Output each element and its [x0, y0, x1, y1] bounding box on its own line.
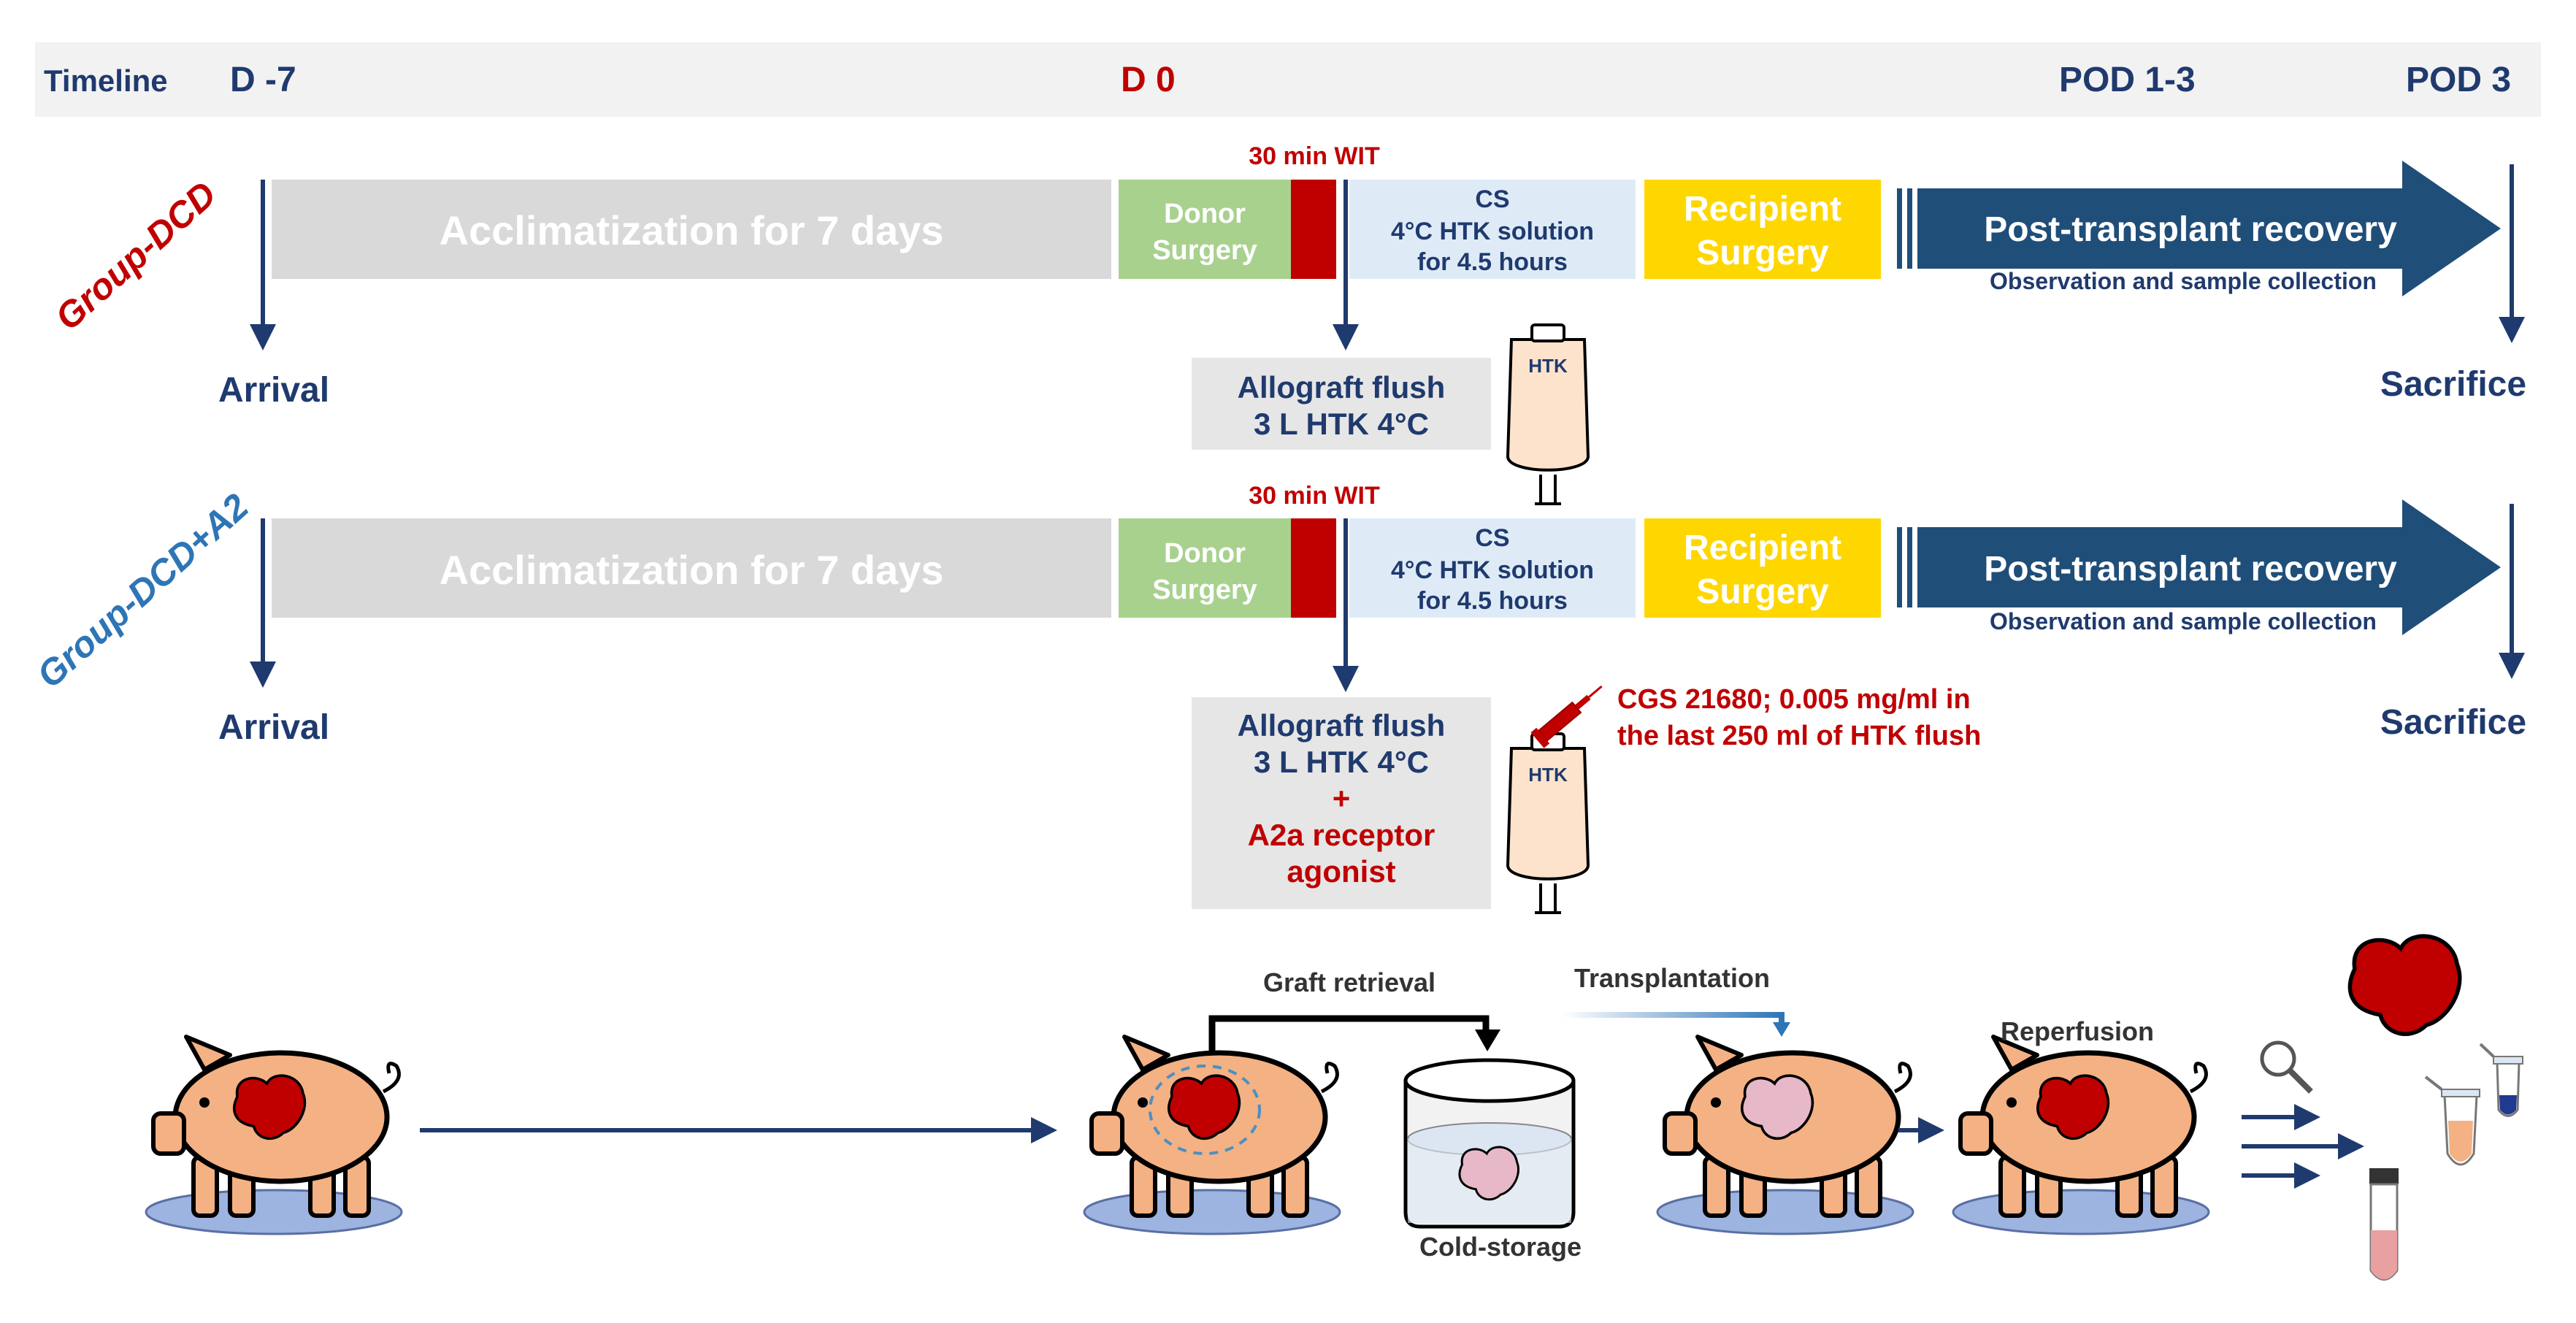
acclimatization-bar: [272, 518, 1111, 618]
allograft-flush-box: [1192, 358, 1491, 450]
flush-line-1: Allograft flush: [1238, 370, 1446, 404]
cold-storage-box: [1349, 518, 1636, 618]
flush-line-1: Allograft flush: [1238, 708, 1446, 743]
recipient-surgery-box: [1644, 180, 1881, 279]
sacrifice-label: Sacrifice: [2380, 703, 2526, 742]
timeline-header-bar: [35, 42, 2541, 117]
syringe-icon: [1530, 685, 1603, 748]
group-dcd-row: Group-DCD Acclimatization for 7 days Don…: [47, 142, 2526, 505]
wit-box: [1291, 518, 1336, 618]
timeline-label: Timeline: [44, 64, 168, 98]
htk-bag-icon: HTK: [1506, 323, 1590, 505]
flush-line-5: agonist: [1287, 854, 1395, 889]
cold-storage-beaker-icon: [1403, 1058, 1576, 1229]
timeline-day0: D 0: [1121, 61, 1176, 99]
recovery-arrow: [1897, 499, 2501, 635]
observation-label: Observation and sample collection: [1990, 268, 2377, 294]
timeline-pod13: POD 1-3: [2059, 61, 2196, 99]
explanted-liver-icon: [2350, 936, 2459, 1034]
cold-storage-line-1: CS: [1475, 185, 1509, 213]
cold-storage-line-2: 4°C HTK solution: [1391, 218, 1594, 245]
donor-surgery-label-2: Surgery: [1152, 575, 1257, 605]
graft-retrieval-label: Graft retrieval: [1263, 967, 1435, 997]
htk-bag-label: HTK: [1528, 355, 1568, 377]
cold-storage-label: Cold-storage: [1419, 1232, 1582, 1262]
eppendorf-tube-icon: [2424, 1075, 2480, 1166]
donor-surgery-box: [1119, 180, 1291, 279]
group-dcd-a2-label: Group-DCD+A2: [29, 486, 256, 696]
sacrifice-label: Sacrifice: [2380, 365, 2526, 404]
transplantation-label: Transplantation: [1574, 963, 1770, 993]
group-dcd-a2-row: Group-DCD+A2 Acclimatization for 7 days …: [29, 482, 2526, 914]
acclimatization-label: Acclimatization for 7 days: [440, 547, 944, 593]
htk-bag-icon: HTK: [1506, 732, 1590, 914]
workflow-row: Graft retrieval Cold-storage Transplanta…: [146, 936, 2523, 1281]
wit-box: [1291, 180, 1336, 279]
allograft-flush-box: [1192, 697, 1491, 909]
recipient-pig-transplant: [1657, 1037, 1913, 1234]
recipient-pig-reperfusion: [1953, 1037, 2209, 1234]
cold-storage-box: [1349, 180, 1636, 279]
donor-surgery-label-1: Donor: [1164, 199, 1246, 229]
timeline-day-minus7: D -7: [230, 61, 296, 99]
cgs-note-line-1: CGS 21680; 0.005 mg/ml in: [1617, 684, 1971, 715]
arrival-label: Arrival: [218, 708, 329, 747]
cold-storage-line-3: for 4.5 hours: [1417, 248, 1568, 276]
recipient-surgery-box: [1644, 518, 1881, 618]
reperfusion-label: Reperfusion: [2001, 1016, 2154, 1046]
sample-tube-icon: [2369, 1168, 2399, 1281]
flush-line-2: 3 L HTK 4°C: [1254, 745, 1429, 779]
wit-label: 30 min WIT: [1249, 482, 1380, 510]
acclimatization-label: Acclimatization for 7 days: [440, 207, 944, 253]
cgs-note-line-2: the last 250 ml of HTK flush: [1617, 721, 1981, 751]
donor-pig-surgery: [1084, 1037, 1340, 1234]
magnifier-icon: [2260, 1040, 2313, 1094]
recipient-surgery-label-2: Surgery: [1696, 234, 1829, 272]
donor-pig-arrival: [146, 1037, 402, 1234]
acclimatization-bar: [272, 180, 1111, 279]
cold-storage-line-1: CS: [1475, 524, 1509, 552]
recovery-label: Post-transplant recovery: [1984, 210, 2397, 249]
cold-storage-line-2: 4°C HTK solution: [1391, 556, 1594, 584]
htk-bag-label: HTK: [1528, 764, 1568, 786]
arrival-label: Arrival: [218, 371, 329, 410]
recipient-surgery-label-1: Recipient: [1684, 190, 1841, 229]
flush-line-4: A2a receptor: [1248, 818, 1435, 852]
cryo-tube-icon: [2479, 1043, 2523, 1117]
recipient-surgery-label-1: Recipient: [1684, 529, 1841, 567]
flush-line-2: 3 L HTK 4°C: [1254, 407, 1429, 441]
donor-surgery-box: [1119, 518, 1291, 618]
donor-surgery-label-2: Surgery: [1152, 235, 1257, 266]
cold-storage-line-3: for 4.5 hours: [1417, 587, 1568, 615]
group-dcd-label: Group-DCD: [47, 174, 224, 339]
wit-label: 30 min WIT: [1249, 142, 1380, 170]
recovery-label: Post-transplant recovery: [1984, 550, 2397, 588]
transplantation-arrow: [1560, 1012, 1785, 1037]
recovery-arrow: [1897, 161, 2501, 296]
graft-retrieval-arrow: [1208, 1015, 1490, 1051]
recipient-surgery-label-2: Surgery: [1696, 572, 1829, 611]
timeline-pod3: POD 3: [2406, 61, 2511, 99]
flush-line-3: +: [1333, 781, 1351, 816]
donor-surgery-label-1: Donor: [1164, 538, 1246, 569]
observation-label: Observation and sample collection: [1990, 608, 2377, 634]
